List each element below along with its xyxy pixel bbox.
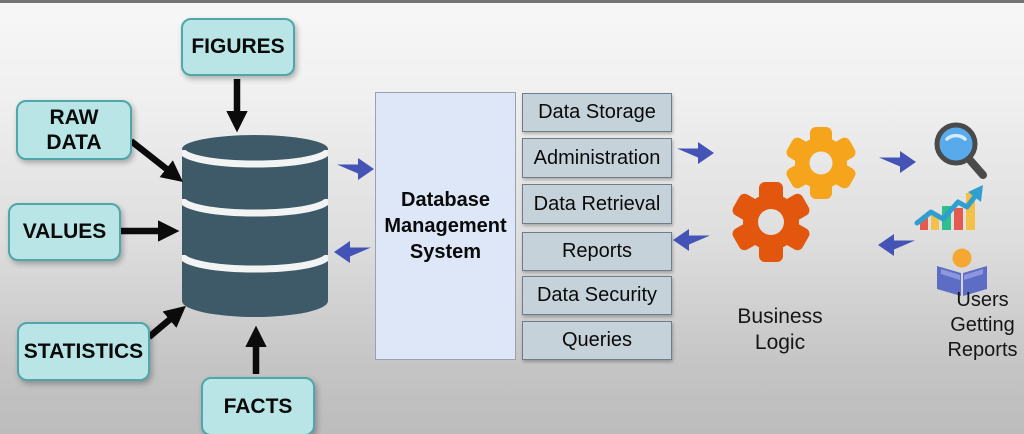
arrow-logic-to-dbms — [673, 229, 710, 251]
source-box-statistics: STATISTICS — [17, 322, 150, 381]
arrow-logic-to-users — [879, 151, 916, 173]
dbms-box: Database Management System — [375, 92, 516, 360]
source-label-figures: FIGURES — [191, 35, 285, 59]
function-box-reports: Reports — [522, 232, 672, 271]
source-label-statistics: STATISTICS — [23, 339, 144, 363]
users-getting-reports-text: Users Getting Reports — [947, 289, 1018, 361]
arrow-statistics-to-db — [146, 305, 186, 340]
users-getting-reports-label: Users Getting Reports — [925, 288, 1024, 362]
source-label-raw-data: RAW DATA — [46, 105, 102, 154]
gears-icon — [732, 127, 856, 262]
function-box-data-retrieval: Data Retrieval — [522, 184, 672, 224]
source-box-raw-data: RAW DATA — [16, 100, 132, 160]
source-box-values: VALUES — [8, 203, 121, 261]
function-box-data-storage: Data Storage — [522, 93, 672, 132]
function-label: Data Storage — [538, 101, 656, 123]
gear-orange — [786, 127, 856, 199]
magnifier-icon — [934, 122, 987, 179]
source-box-figures: FIGURES — [181, 18, 295, 76]
function-label: Reports — [561, 240, 633, 262]
growth-chart-icon — [914, 185, 983, 230]
business-logic-label: Business Logic — [705, 304, 855, 356]
database-cylinder-icon — [182, 135, 328, 317]
source-label-facts: FACTS — [223, 394, 293, 418]
function-label: Queries — [561, 329, 633, 351]
source-box-facts: FACTS — [201, 377, 315, 434]
arrow-dbms-to-db — [334, 241, 371, 263]
arrow-dbms-to-logic — [677, 142, 714, 164]
function-box-data-security: Data Security — [522, 276, 672, 315]
function-box-administration: Administration — [522, 138, 672, 178]
function-label: Data Security — [536, 284, 658, 306]
function-label: Data Retrieval — [533, 192, 661, 215]
source-label-values: VALUES — [22, 220, 107, 244]
gear-red — [732, 182, 810, 262]
top-border — [0, 0, 1024, 3]
users-icons — [914, 122, 987, 296]
function-box-queries: Queries — [522, 321, 672, 360]
dbms-title: Database Management System — [384, 189, 507, 263]
arrow-users-to-logic — [878, 234, 915, 256]
business-logic-text: Business Logic — [737, 305, 823, 355]
arrow-rawdata-to-db — [128, 138, 184, 182]
arrow-db-to-dbms — [337, 158, 374, 180]
function-label: Administration — [533, 146, 661, 169]
